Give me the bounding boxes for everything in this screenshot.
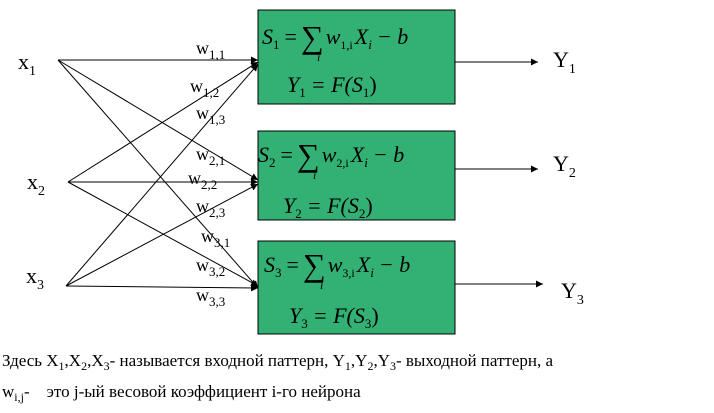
caption-text: Здесь X (2, 351, 59, 370)
connection-x2-n1 (67, 61, 259, 183)
neuron-3-sum-formula: S3=∑w3,iXi− b (264, 247, 410, 283)
caption-text: ,X (87, 351, 104, 370)
caption-text: w (2, 382, 15, 401)
connection-x3-n3 (65, 284, 259, 292)
neuron-box-1 (257, 9, 456, 105)
weight-label-3-3: w3,3 (196, 285, 225, 309)
neural-network-diagram: x1 x2 x3 w1,1 w1,2 w1,3 w2,1 w2,2 w2,3 w… (18, 9, 584, 335)
neuron-2-sum-formula: S2=∑w2,iXi− b (258, 137, 404, 173)
neuron-3-activation-formula: Y3= F(S3) (289, 303, 379, 331)
neuron-1-activation-formula: Y1= F(S1) (287, 72, 377, 100)
connections (57, 56, 543, 292)
weight-label-3-1: w3,1 (201, 226, 230, 250)
neuron-2-activation-formula: Y2= F(S2) (283, 193, 373, 221)
caption-sub: 1 (344, 359, 351, 373)
caption-text: - это j-ый весовой коэффициент i-го нейр… (23, 382, 361, 401)
weight-label-1-1: w1,1 (196, 38, 225, 62)
weight-label-2-3: w2,3 (196, 196, 225, 220)
caption-sub: 2 (81, 359, 88, 373)
connection-x1-n3 (57, 59, 259, 289)
input-label-x2: x2 (27, 169, 45, 199)
neuron-box-3 (257, 240, 456, 335)
caption-sub: 2 (367, 359, 374, 373)
weight-label-1-3: w1,3 (196, 103, 225, 127)
connection-x3-n2 (65, 183, 259, 287)
weight-label-3-2: w3,2 (196, 255, 225, 279)
weight-label-2-1: w2,1 (196, 144, 225, 168)
caption-sub: 3 (389, 359, 396, 373)
connection-x1-n2 (57, 59, 259, 181)
input-label-x3: x3 (26, 263, 44, 293)
neuron-3-sum-index: i (320, 278, 323, 292)
caption-text: ,Y (350, 351, 368, 370)
neuron-box-2 (257, 130, 456, 221)
caption-line-1: Здесь X1,X2,X3- называется входной патте… (2, 345, 712, 376)
weight-label-1-2: w1,2 (190, 76, 219, 100)
caption-sub: 1 (58, 359, 65, 373)
output-label-y1: Y1 (553, 47, 576, 77)
caption-text: - выходной паттерн, а (395, 351, 554, 370)
neuron-2-sum-index: i (313, 168, 316, 182)
neuron-1-sum-index: i (317, 50, 320, 64)
caption-sub: i,j (14, 390, 24, 404)
caption-sub: 3 (103, 359, 110, 373)
input-label-x1: x1 (18, 49, 36, 79)
caption-text: - называется входной паттерн, Y (109, 351, 345, 370)
caption-text: ,Y (373, 351, 390, 370)
output-label-y2: Y2 (553, 151, 576, 181)
neuron-1-sum-formula: S1=∑w1,iXi− b (262, 19, 408, 55)
caption: Здесь X1,X2,X3- называется входной патте… (2, 345, 712, 407)
caption-line-2: wi,j- это j-ый весовой коэффициент i-го … (2, 376, 712, 407)
weight-label-2-2: w2,2 (188, 168, 217, 192)
connection-x3-n1 (65, 63, 259, 287)
output-label-y3: Y3 (561, 278, 584, 308)
caption-text: ,X (64, 351, 82, 370)
